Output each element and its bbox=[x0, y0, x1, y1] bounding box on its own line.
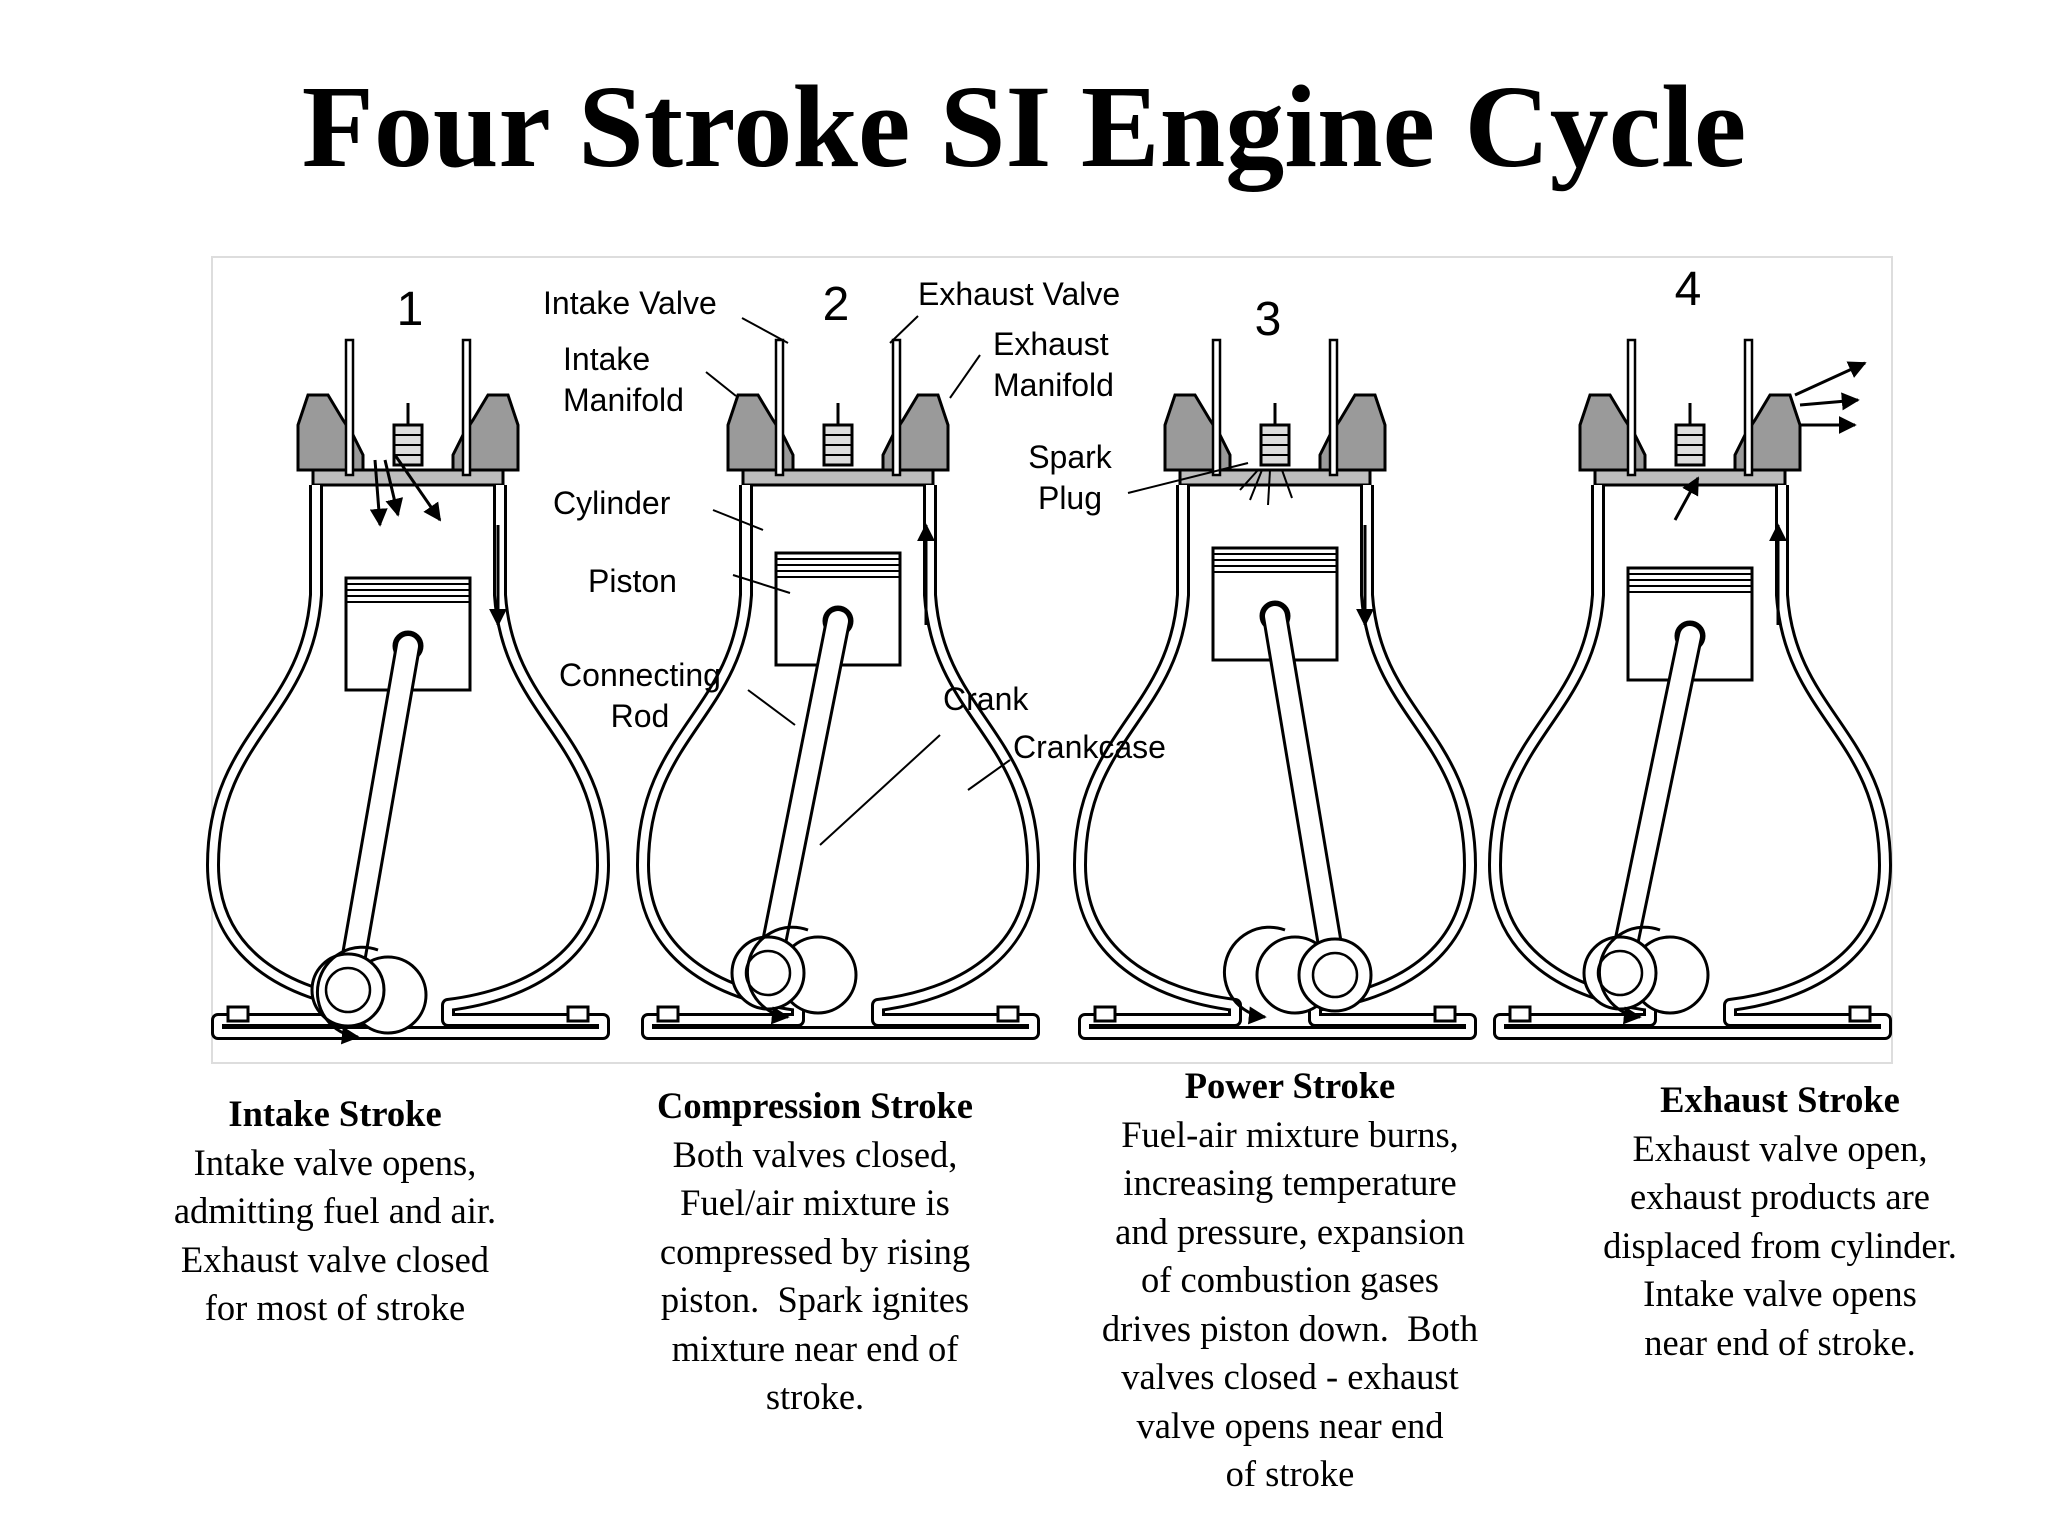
cylinder-head bbox=[1163, 338, 1387, 487]
label-crank: Crank bbox=[943, 681, 1029, 717]
diagram-frame bbox=[211, 256, 1893, 1064]
connecting-rod-fill bbox=[338, 636, 418, 1000]
caption-compression: Compression Stroke Both valves closed, F… bbox=[570, 1082, 1060, 1422]
cylinder-head bbox=[296, 338, 520, 487]
label-intake-manifold: Manifold bbox=[563, 382, 684, 418]
label-intake-valve: Intake Valve bbox=[543, 285, 717, 321]
caption-line: of stroke bbox=[1225, 1453, 1355, 1494]
caption-exhaust: Exhaust Stroke Exhaust valve open, exhau… bbox=[1530, 1076, 2030, 1367]
exhaust-flow-arrow bbox=[1799, 392, 1860, 411]
spark-ray bbox=[1249, 469, 1263, 501]
caption-line: increasing temperature bbox=[1123, 1162, 1457, 1203]
leader-spark-plug bbox=[1127, 462, 1249, 494]
caption-line: valves closed - exhaust bbox=[1121, 1356, 1459, 1397]
page-title: Four Stroke SI Engine Cycle bbox=[301, 61, 1747, 192]
caption-intake: Intake Stroke Intake valve opens, admitt… bbox=[95, 1090, 575, 1333]
caption-line: exhaust products are bbox=[1629, 1176, 1930, 1217]
spark-ray bbox=[1267, 469, 1271, 506]
caption-line: Intake valve opens, bbox=[193, 1141, 477, 1183]
caption-heading: Power Stroke bbox=[1184, 1065, 1396, 1106]
caption-line: Intake valve opens bbox=[1643, 1273, 1917, 1314]
leader-connecting-rod bbox=[747, 689, 796, 726]
leader-piston bbox=[732, 574, 791, 594]
engine-1 bbox=[213, 338, 603, 1045]
exhaust-flow-arrow bbox=[1673, 476, 1700, 521]
stroke-number-2: 2 bbox=[823, 278, 850, 331]
caption-line: drives piston down. Both bbox=[1101, 1307, 1479, 1349]
engine-4 bbox=[1495, 338, 1885, 1033]
cylinder-body bbox=[213, 485, 603, 1033]
leader-exhaust-valve bbox=[889, 315, 919, 344]
label-exhaust-manifold: Manifold bbox=[993, 367, 1114, 403]
caption-line: Exhaust valve open, bbox=[1632, 1127, 1928, 1169]
stroke-number-4: 4 bbox=[1675, 263, 1702, 316]
rotation-arrow bbox=[745, 925, 809, 1025]
crank-pin-inner bbox=[744, 949, 792, 997]
caption-heading: Exhaust Stroke bbox=[1660, 1079, 1900, 1120]
label-exhaust-valve: Exhaust Valve bbox=[918, 276, 1120, 312]
caption-line: Fuel-air mixture burns, bbox=[1121, 1113, 1459, 1155]
connecting-rod-fill bbox=[1265, 606, 1345, 985]
stroke-number-3: 3 bbox=[1255, 293, 1282, 346]
label-connecting-rod: Connecting bbox=[559, 657, 721, 693]
caption-heading: Compression Stroke bbox=[656, 1085, 974, 1126]
crank-pin-inner bbox=[324, 966, 372, 1014]
connecting-rod-fill bbox=[1610, 626, 1700, 983]
caption-line: Both valves closed, bbox=[672, 1133, 958, 1175]
label-piston: Piston bbox=[588, 563, 677, 599]
intake-flow-arrow bbox=[383, 459, 404, 517]
leader-intake-valve bbox=[741, 317, 789, 344]
leader-exhaust-manifold bbox=[949, 354, 981, 399]
leader-intake-manifold bbox=[705, 371, 737, 397]
cylinder-head bbox=[726, 338, 950, 487]
exhaust-flow-arrow bbox=[1794, 361, 1867, 397]
crank-pin-inner bbox=[1311, 951, 1359, 999]
caption-line: and pressure, expansion bbox=[1115, 1210, 1465, 1252]
rotation-arrow bbox=[315, 945, 379, 1045]
caption-line: Exhaust valve closed bbox=[180, 1238, 490, 1280]
caption-line: compressed by rising bbox=[659, 1230, 971, 1272]
connecting-rod-fill bbox=[758, 611, 848, 983]
cylinder-head bbox=[1578, 338, 1802, 487]
leader-cylinder bbox=[712, 509, 764, 531]
engine-2 bbox=[643, 338, 1033, 1033]
caption-line: of combustion gases bbox=[1140, 1259, 1440, 1300]
crank-pin-inner bbox=[1596, 949, 1644, 997]
label-exhaust-manifold: Exhaust bbox=[993, 326, 1109, 362]
intake-flow-arrow bbox=[393, 454, 442, 522]
rotation-arrow bbox=[1597, 925, 1661, 1025]
caption-line: admitting fuel and air. bbox=[173, 1190, 497, 1231]
spark-ray bbox=[1281, 469, 1293, 499]
label-intake-manifold: Intake bbox=[563, 341, 650, 377]
label-cylinder: Cylinder bbox=[553, 485, 671, 521]
label-crankcase: Crankcase bbox=[1013, 729, 1166, 765]
caption-line: for most of stroke bbox=[204, 1287, 466, 1328]
caption-line: mixture near end of bbox=[671, 1327, 959, 1369]
caption-line: near end of stroke. bbox=[1644, 1321, 1916, 1363]
engine-3 bbox=[1080, 338, 1470, 1033]
caption-line: Fuel/air mixture is bbox=[680, 1182, 950, 1223]
rotation-arrow bbox=[1222, 925, 1286, 1025]
stroke-number-1: 1 bbox=[397, 283, 424, 336]
caption-line: displaced from cylinder. bbox=[1603, 1224, 1957, 1266]
caption-line: piston. Spark ignites bbox=[660, 1279, 970, 1320]
label-spark-plug: Spark bbox=[1028, 439, 1113, 475]
leader-crank bbox=[819, 734, 941, 846]
caption-line: stroke. bbox=[765, 1376, 865, 1417]
caption-line: valve opens near end bbox=[1136, 1404, 1444, 1446]
intake-flow-arrow bbox=[369, 459, 388, 527]
leader-crankcase bbox=[967, 759, 1011, 791]
label-spark-plug: Plug bbox=[1038, 480, 1102, 516]
spark-ray bbox=[1239, 469, 1259, 491]
caption-heading: Intake Stroke bbox=[228, 1093, 442, 1134]
caption-power: Power Stroke Fuel-air mixture burns, inc… bbox=[1040, 1062, 1540, 1499]
label-connecting-rod: Rod bbox=[611, 698, 670, 734]
